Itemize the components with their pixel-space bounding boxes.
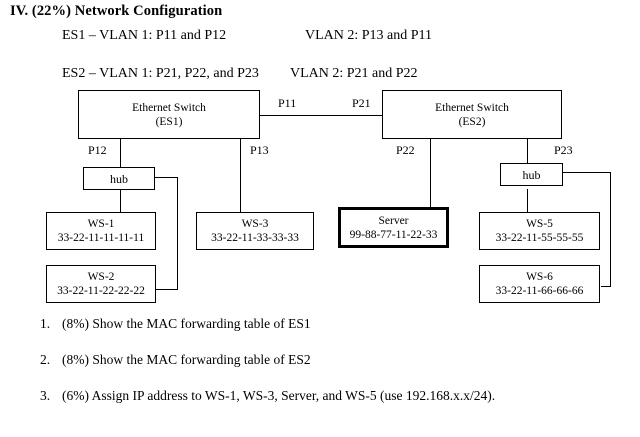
hub-left[interactable]: hub bbox=[83, 167, 155, 190]
switch-name-es1: Ethernet Switch bbox=[132, 101, 206, 114]
link-hub2-ws5 bbox=[527, 189, 528, 213]
hub-left-label: hub bbox=[110, 171, 128, 186]
host-ws2-name: WS-2 bbox=[87, 271, 115, 283]
host-ws3[interactable]: WS-3 33-22-11-33-33-33 bbox=[196, 212, 314, 250]
host-server[interactable]: Server 99-88-77-11-22-33 bbox=[338, 207, 449, 248]
host-ws1-name: WS-1 bbox=[87, 218, 115, 230]
port-label-p23: P23 bbox=[554, 143, 573, 157]
vlan-config-es2-right: VLAN 2: P21 and P22 bbox=[290, 66, 418, 81]
vlan-config-es2-left: ES2 – VLAN 1: P21, P22, and P23 bbox=[62, 66, 259, 81]
host-ws5-mac: 33-22-11-55-55-55 bbox=[495, 232, 584, 244]
port-label-p11: P11 bbox=[278, 96, 297, 110]
question-1-text: (8%) Show the MAC forwarding table of ES… bbox=[62, 316, 311, 331]
link-es2-p23-hub bbox=[527, 139, 528, 168]
host-server-name: Server bbox=[378, 214, 409, 227]
question-3-number: 3. bbox=[40, 388, 51, 403]
link-hub1-ws2-top bbox=[155, 177, 178, 178]
host-server-mac: 99-88-77-11-22-33 bbox=[349, 228, 438, 241]
port-label-p13: P13 bbox=[250, 143, 269, 157]
vlan-config-es1-right: VLAN 2: P13 and P11 bbox=[305, 28, 433, 43]
port-label-p22: P22 bbox=[396, 143, 415, 157]
host-ws6[interactable]: WS-6 33-22-11-66-66-66 bbox=[479, 265, 600, 303]
switch-id-es1: (ES1) bbox=[155, 115, 183, 128]
question-2-number: 2. bbox=[40, 352, 51, 367]
hub-right[interactable]: hub bbox=[500, 163, 563, 186]
link-hub2-ws6-bottom bbox=[601, 286, 611, 287]
host-ws1-mac: 33-22-11-11-11-11 bbox=[57, 232, 145, 244]
page-title: IV. (22%) Network Configuration bbox=[10, 3, 223, 19]
link-hub2-ws6-vertical bbox=[610, 172, 611, 286]
host-ws2[interactable]: WS-2 33-22-11-22-22-22 bbox=[46, 265, 156, 303]
host-ws6-mac: 33-22-11-66-66-66 bbox=[495, 285, 584, 297]
question-1-number: 1. bbox=[40, 316, 51, 331]
question-2-text: (8%) Show the MAC forwarding table of ES… bbox=[62, 352, 311, 367]
link-es1-p13-ws3 bbox=[240, 139, 241, 213]
host-ws3-mac: 33-22-11-33-33-33 bbox=[211, 232, 299, 244]
switch-id-es2: (ES2) bbox=[458, 115, 486, 128]
host-ws1[interactable]: WS-1 33-22-11-11-11-11 bbox=[46, 212, 156, 250]
port-label-p21: P21 bbox=[352, 96, 371, 110]
switch-name-es2: Ethernet Switch bbox=[435, 101, 509, 114]
host-ws5-name: WS-5 bbox=[526, 218, 553, 230]
host-ws2-mac: 33-22-11-22-22-22 bbox=[57, 285, 145, 297]
link-hub2-ws6-top bbox=[563, 172, 611, 173]
vlan-config-es1-left: ES1 – VLAN 1: P11 and P12 bbox=[62, 28, 227, 43]
link-es1-p12-hub bbox=[120, 139, 121, 168]
link-hub1-ws1 bbox=[120, 189, 121, 213]
ethernet-switch-es2[interactable]: Ethernet Switch (ES2) bbox=[382, 90, 562, 139]
host-ws5[interactable]: WS-5 33-22-11-55-55-55 bbox=[479, 212, 600, 250]
question-3-text: (6%) Assign IP address to WS-1, WS-3, Se… bbox=[62, 388, 496, 403]
ethernet-switch-es1[interactable]: Ethernet Switch (ES1) bbox=[78, 90, 260, 139]
link-hub1-ws2-bottom bbox=[156, 289, 178, 290]
link-es2-p22-server bbox=[430, 139, 431, 208]
hub-right-label: hub bbox=[522, 167, 541, 182]
host-ws6-name: WS-6 bbox=[526, 271, 553, 283]
host-ws3-name: WS-3 bbox=[241, 218, 269, 230]
link-hub1-ws2-vertical bbox=[177, 177, 178, 289]
port-label-p12: P12 bbox=[88, 143, 107, 157]
link-es1-es2 bbox=[258, 115, 384, 116]
